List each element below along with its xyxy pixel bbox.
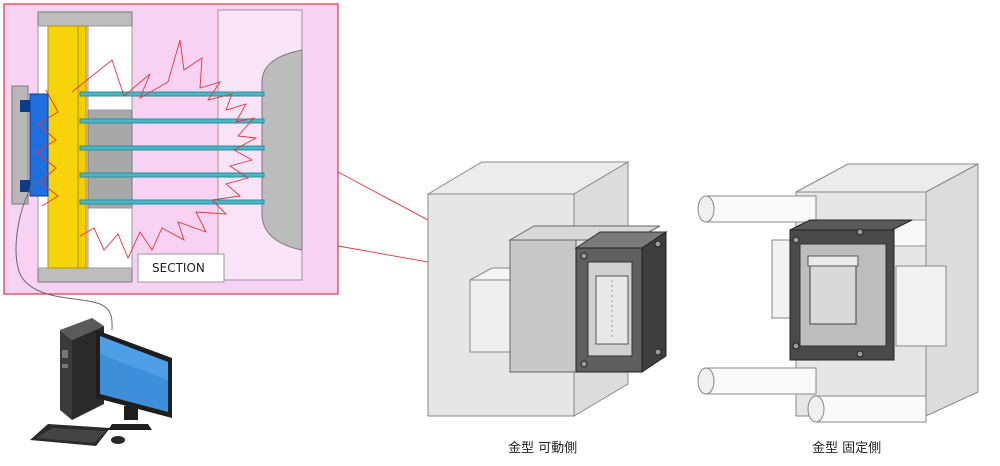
- guide-pin: [705, 367, 817, 395]
- break-line-red-left: [35, 89, 59, 207]
- ejector-plate: [47, 25, 79, 269]
- guide-pin: [705, 195, 817, 223]
- pc-tower: [60, 330, 72, 420]
- mouse: [111, 436, 125, 444]
- guide-pin: [815, 395, 927, 423]
- plate-gray: [509, 239, 577, 373]
- bottom-clamp-bar: [37, 267, 133, 283]
- left-support-plate: [11, 85, 29, 205]
- cavity-core: [809, 261, 857, 325]
- ejector-pin: [79, 118, 265, 124]
- sensor-bolt-top: [20, 100, 30, 112]
- section-label: SECTION: [152, 261, 205, 275]
- ejector-pin: [79, 91, 265, 97]
- ejector-pin: [79, 172, 265, 178]
- cable-icon: [15, 179, 113, 331]
- desktop-computer-icon: [15, 179, 172, 446]
- caption-fixed-side: 金型 固定側: [812, 440, 881, 456]
- cavity-shape: [261, 49, 303, 251]
- ejector-pins: [79, 91, 265, 205]
- sensor-bolt-bottom: [20, 180, 30, 192]
- core-block: [87, 109, 133, 209]
- top-clamp-bar: [37, 11, 133, 27]
- monitor-stand: [124, 406, 138, 420]
- mold-fixed-side: [697, 163, 979, 423]
- mold-moving-side: [426, 161, 668, 417]
- section-label-box: [137, 253, 225, 283]
- caption-moving-side: 金型 可動側: [508, 440, 577, 456]
- break-line-red: [71, 39, 258, 260]
- pressure-sensor: [29, 93, 49, 197]
- section-frame: [3, 3, 339, 295]
- ejector-pin: [79, 145, 265, 151]
- ejector-pin: [79, 199, 265, 205]
